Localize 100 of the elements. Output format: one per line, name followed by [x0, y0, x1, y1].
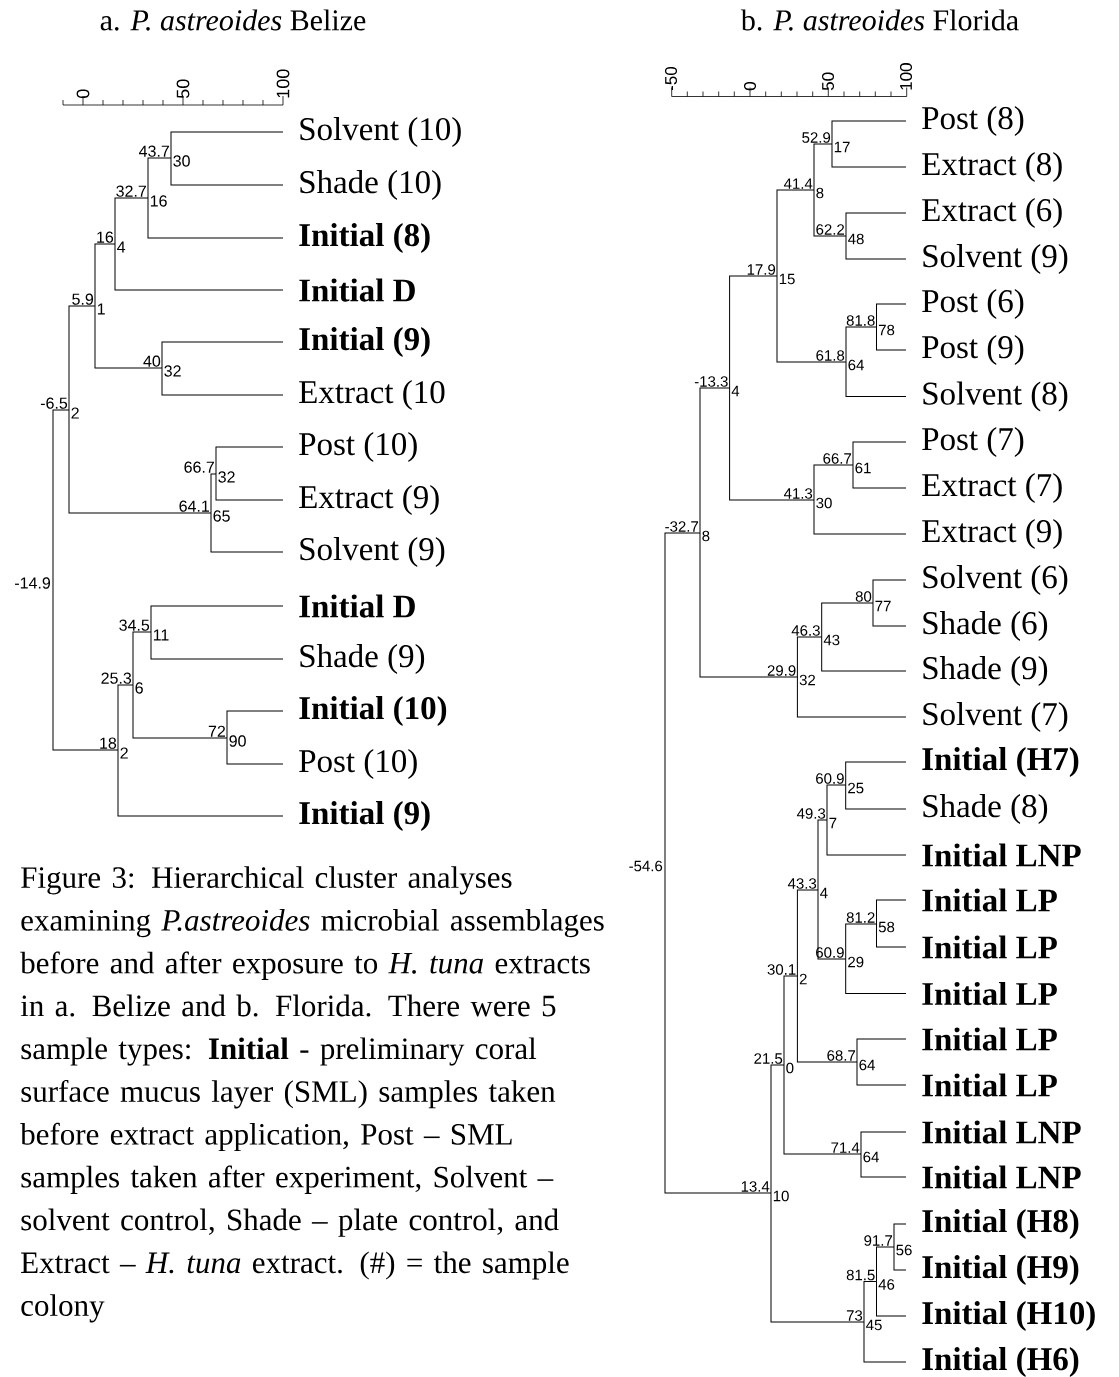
- branch-line: [210, 473, 217, 514]
- branch-line: [860, 1131, 907, 1155]
- leaf-label: Shade (9): [300, 644, 425, 674]
- branch-line: [872, 602, 907, 627]
- branch-line: [856, 1038, 907, 1063]
- similarity-value: 29.9: [767, 665, 796, 676]
- branch-line: [813, 464, 854, 501]
- branch-line: [876, 303, 907, 328]
- similarity-value: 71.4: [831, 1142, 860, 1153]
- similarity-value: 43.7: [139, 145, 169, 157]
- branch-line: [117, 684, 134, 751]
- leaf-label: Solvent (8): [923, 381, 1068, 412]
- leaf-label: Solvent (9): [300, 537, 445, 567]
- support-value: 43: [823, 634, 840, 646]
- support-value: 64: [848, 359, 864, 371]
- branch-line: [215, 473, 284, 501]
- branch-line: [770, 1192, 865, 1323]
- support-value: 6: [135, 682, 143, 694]
- branch-line: [826, 819, 907, 856]
- support-value: 64: [859, 1059, 875, 1071]
- branch-line: [845, 761, 907, 786]
- leaf-label: Post (10): [299, 432, 417, 462]
- similarity-value: 61.8: [816, 350, 845, 361]
- leaf-label: Initial LP: [922, 1027, 1057, 1051]
- support-value: 1: [97, 303, 105, 315]
- branch-line: [796, 889, 819, 977]
- leaf-label: Extract (9): [299, 485, 439, 515]
- branch-line: [770, 1064, 785, 1194]
- support-value: 32: [799, 674, 816, 686]
- branch-line: [863, 1281, 877, 1323]
- similarity-value: 32.7: [116, 185, 146, 197]
- similarity-value: 66.7: [823, 453, 852, 464]
- panel-heading: b. P. astreoides Florida: [740, 9, 1019, 31]
- support-value: 45: [866, 1319, 882, 1331]
- branch-line: [783, 975, 798, 1066]
- similarity-value: 60.9: [816, 947, 844, 958]
- branch-line: [852, 441, 907, 466]
- branch-line: [796, 636, 823, 678]
- leaf-label: Post (7): [922, 427, 1024, 457]
- leaf-label: Shade (6): [923, 611, 1048, 641]
- branch-line: [817, 889, 847, 960]
- tick-label: 50: [822, 72, 834, 91]
- leaf-label: Initial (8): [299, 223, 430, 253]
- leaf-label: Post (10): [299, 749, 417, 779]
- branch-line: [226, 737, 284, 765]
- support-value: 61: [855, 462, 871, 474]
- branch-line: [831, 120, 907, 145]
- tick-label: 100: [900, 63, 912, 90]
- leaf-label: Initial LP: [922, 981, 1057, 1006]
- similarity-value: 17.9: [747, 264, 776, 275]
- similarity-value: 52.9: [802, 132, 831, 143]
- similarity-value: 46.3: [791, 625, 820, 636]
- branch-line: [826, 784, 847, 821]
- branch-line: [52, 409, 70, 581]
- leaf-label: Solvent (7): [923, 702, 1068, 732]
- branch-line: [215, 446, 284, 475]
- support-value: 2: [799, 973, 807, 985]
- support-value: 78: [878, 324, 895, 336]
- branch-line: [150, 631, 284, 660]
- branch-line: [664, 532, 701, 864]
- similarity-value: 72: [208, 725, 225, 737]
- branch-line: [94, 243, 116, 307]
- support-value: 32: [218, 471, 235, 483]
- tick-label: 0: [76, 89, 90, 99]
- similarity-value: 43.3: [787, 878, 817, 889]
- branch-line: [872, 579, 907, 604]
- support-value: 8: [816, 187, 824, 199]
- branch-line: [845, 923, 877, 960]
- branch-line: [856, 1061, 907, 1086]
- branch-line: [845, 958, 907, 994]
- branch-line: [699, 532, 798, 678]
- branch-line: [776, 189, 815, 277]
- leaf-label: Post (8): [922, 106, 1024, 136]
- leaf-label: Initial (H6): [922, 1347, 1079, 1377]
- similarity-value: 18: [100, 737, 117, 749]
- similarity-value: 34.5: [119, 619, 150, 631]
- leaf-label: Post (9): [922, 335, 1024, 365]
- branch-line: [845, 326, 877, 363]
- leaf-label: Initial LNP: [922, 843, 1081, 867]
- support-value: 30: [173, 155, 190, 167]
- leaf-label: Solvent (9): [923, 244, 1068, 274]
- leaf-label: Extract (10: [299, 380, 445, 410]
- leaf-label: Initial LP: [922, 888, 1057, 912]
- similarity-value: 91.7: [864, 1235, 893, 1246]
- leaf-label: Initial (H9): [922, 1255, 1079, 1285]
- branch-line: [821, 602, 874, 638]
- branch-line: [699, 387, 731, 534]
- support-value: 4: [820, 887, 828, 899]
- branch-line: [876, 1246, 895, 1282]
- similarity-value: 25.3: [101, 672, 132, 684]
- support-value: 11: [153, 629, 169, 641]
- branch-line: [94, 305, 163, 369]
- branch-line: [114, 243, 284, 291]
- support-value: 8: [702, 530, 710, 542]
- branch-line: [52, 579, 119, 751]
- branch-line: [876, 326, 907, 351]
- branch-line: [132, 631, 152, 686]
- leaf-label: Extract (8): [922, 152, 1062, 182]
- similarity-value: 40: [143, 355, 161, 367]
- tick-label: 100: [276, 69, 290, 98]
